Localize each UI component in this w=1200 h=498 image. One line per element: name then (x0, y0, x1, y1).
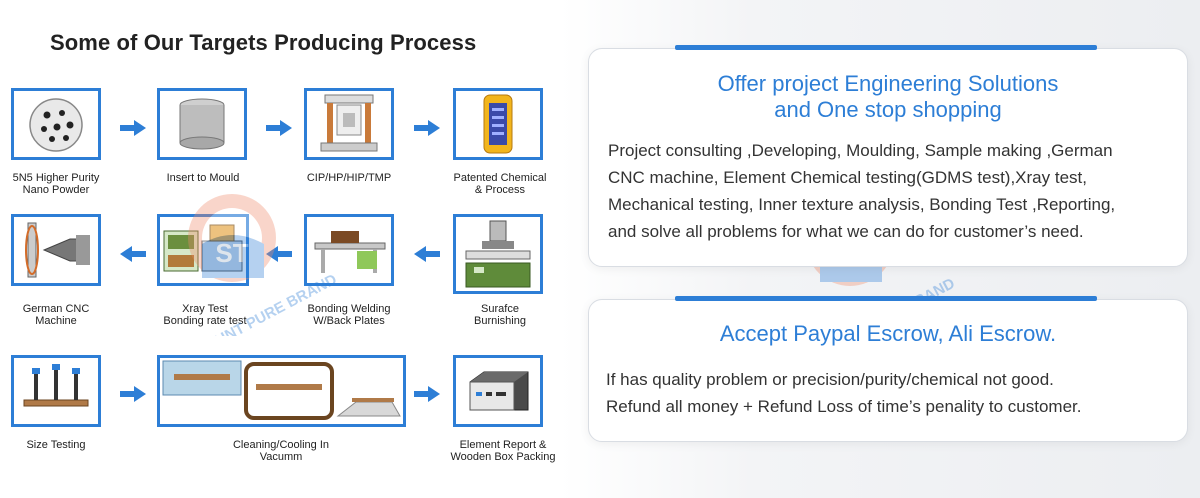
arrow-right-icon (266, 120, 292, 136)
card-body: Project consulting ,Developing, Moulding… (608, 137, 1183, 245)
step-surface-burnishing (453, 214, 543, 294)
step-cip-hip (304, 88, 394, 160)
arrow-right-icon (414, 386, 440, 402)
vacuum-chamber-icon (162, 360, 401, 420)
xray-machine-icon (163, 224, 243, 272)
caption-line: Cleaning/Cooling In Vacumm (232, 439, 329, 463)
caption-line: Xray Test (182, 303, 228, 315)
cnc-lathe-icon (25, 222, 90, 278)
caption-line: Bonding Welding (307, 303, 391, 315)
caption-nano-powder: 5N5 Higher Purity Nano Powder (0, 172, 126, 196)
page-title: Some of Our Targets Producing Process (50, 30, 477, 55)
body-line: and solve all problems for what we can d… (608, 222, 1084, 241)
arrow-left-icon (266, 246, 292, 262)
caption-line: Surafce (481, 303, 519, 315)
card-heading: Accept Paypal Escrow, Ali Escrow. (719, 321, 1057, 346)
card-accent-bar (675, 296, 1097, 301)
arrow-right-icon (414, 120, 440, 136)
brand-watermark-logo: ST SAINT PURE BRAND (188, 194, 340, 336)
caption-insert-mould: Insert to Mould (133, 172, 273, 184)
caption-line: CIP/HP/HIP/TMP (306, 172, 392, 184)
arrow-right-icon (120, 120, 146, 136)
caption-element-report: Element Report & Wooden Box Packing (433, 439, 573, 463)
watermark-monogram: ST (215, 238, 248, 268)
caption-line: Wooden Box Packing (450, 451, 556, 463)
card-accent-bar (675, 45, 1097, 50)
step-nano-powder (11, 88, 101, 160)
mould-cylinder-icon (179, 98, 225, 150)
caption-xray-test: Xray Test Bonding rate test (135, 303, 275, 327)
arrow-right-icon (120, 386, 146, 402)
body-line: Refund all money + Refund Loss of time’s… (606, 397, 1082, 416)
caption-line: Patented Chemical (453, 172, 547, 184)
step-chemical (453, 88, 543, 160)
caption-line: Machine (35, 315, 77, 327)
powder-disc-icon (29, 98, 83, 152)
caption-line: Nano Powder (22, 184, 90, 196)
caption-line: Insert to Mould (166, 172, 240, 184)
caption-bonding-welding: Bonding Welding W/Back Plates (279, 303, 419, 327)
card-body: If has quality problem or precision/puri… (606, 366, 1181, 420)
press-machine-icon (320, 94, 378, 152)
body-line: If has quality problem or precision/puri… (606, 370, 1054, 389)
escrow-card: Accept Paypal Escrow, Ali Escrow. If has… (588, 296, 1188, 442)
caption-size-testing: Size Testing (0, 439, 126, 451)
caption-cip-hip: CIP/HP/HIP/TMP (279, 172, 419, 184)
burnishing-machine-icon (465, 220, 531, 288)
size-gauge-icon (23, 364, 89, 407)
analyzer-box-icon (469, 371, 529, 411)
caption-line: Element Report & (459, 439, 547, 451)
step-bonding-welding (304, 214, 394, 286)
caption-line: 5N5 Higher Purity (12, 172, 100, 184)
card-heading-line: and One stop shopping (774, 97, 1002, 122)
step-insert-mould (157, 88, 247, 160)
caption-line: German CNC (22, 303, 90, 315)
chemical-cell-icon (483, 94, 513, 154)
step-size-testing (11, 355, 101, 427)
card-heading-line: Offer project Engineering Solutions (717, 71, 1059, 96)
arrow-left-icon (120, 246, 146, 262)
body-line: Project consulting ,Developing, Moulding… (608, 141, 1113, 160)
arrow-left-icon (414, 246, 440, 262)
caption-cleaning-cooling: Cleaning/Cooling In Vacumm (211, 439, 351, 463)
step-german-cnc (11, 214, 101, 286)
caption-chemical: Patented Chemical & Process (430, 172, 570, 196)
body-line: Mechanical testing, Inner texture analys… (608, 195, 1116, 214)
caption-line: Bonding rate test (163, 315, 247, 327)
caption-surface-burnishing: Surafce Burnishing (430, 303, 570, 327)
step-xray-test (157, 214, 249, 286)
step-element-report (453, 355, 543, 427)
caption-german-cnc: German CNC Machine (0, 303, 126, 327)
bonding-station-icon (314, 231, 386, 273)
caption-line: Burnishing (474, 315, 526, 327)
engineering-solutions-card: Offer project Engineering Solutions and … (588, 45, 1188, 267)
step-cleaning-cooling (157, 355, 406, 427)
caption-line: W/Back Plates (313, 315, 385, 327)
body-line: CNC machine, Element Chemical testing(GD… (608, 168, 1087, 187)
caption-line: & Process (474, 184, 526, 196)
caption-line: Size Testing (26, 439, 86, 451)
